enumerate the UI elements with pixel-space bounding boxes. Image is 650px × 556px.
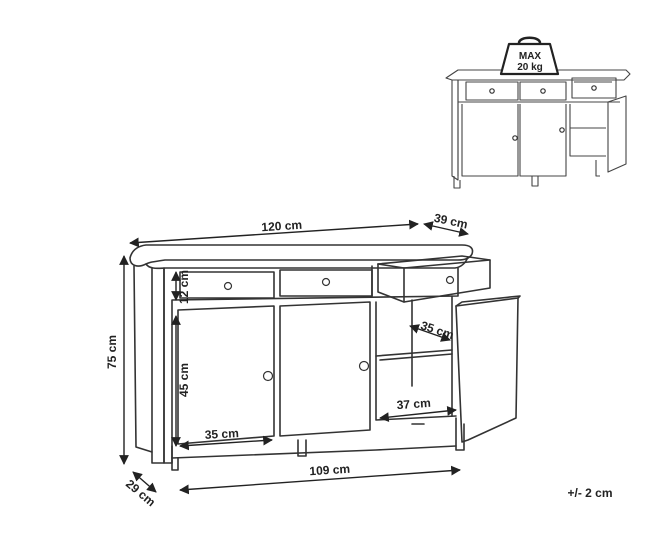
label-door-height: 45 cm <box>177 363 191 397</box>
label-shelf-depth: 35 cm <box>419 318 456 342</box>
dimension-lines <box>119 219 469 495</box>
preview-sideboard <box>445 69 631 189</box>
weight-badge-line1: MAX <box>519 51 542 62</box>
weight-badge-line2: 20 kg <box>517 62 543 73</box>
label-width: 120 cm <box>261 218 302 234</box>
label-inner-width-left: 35 cm <box>204 426 239 442</box>
label-inner-width-right: 37 cm <box>396 396 431 412</box>
label-depth: 39 cm <box>433 211 469 232</box>
label-height: 75 cm <box>105 335 119 369</box>
tolerance-note: +/- 2 cm <box>567 486 612 500</box>
label-base-width: 109 cm <box>309 462 350 478</box>
label-base-depth: 29 cm <box>123 477 158 510</box>
weight-icon: MAX 20 kg <box>499 36 560 76</box>
label-drawer-height: 12 cm <box>177 270 191 304</box>
